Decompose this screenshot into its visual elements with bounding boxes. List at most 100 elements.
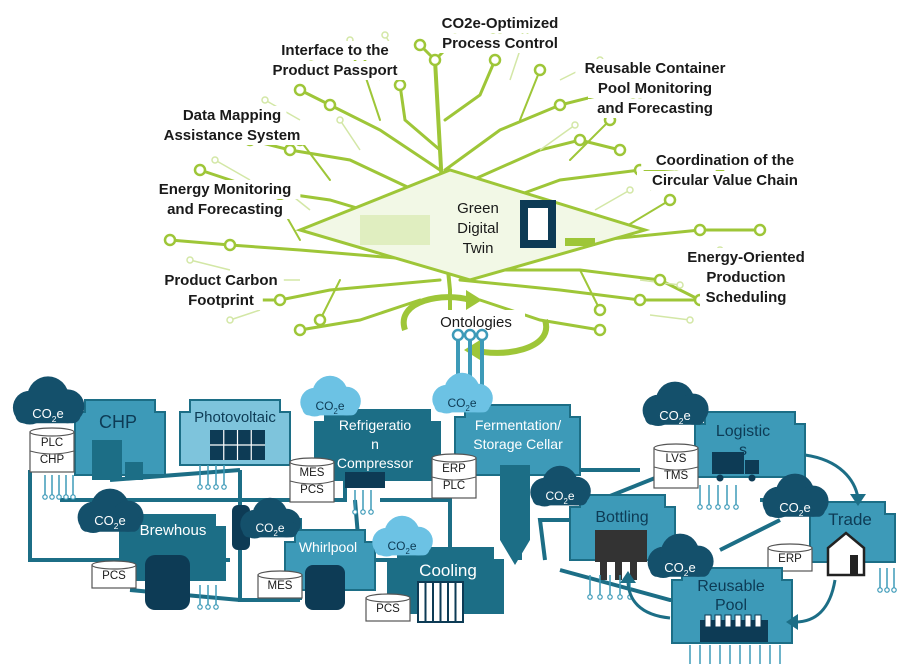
database-body	[29, 431, 75, 473]
connector-pin-node	[56, 494, 62, 500]
application-label-bg	[437, 14, 563, 33]
facility-title-photovoltaic: Photovoltaic	[194, 409, 276, 426]
ontology-label-bg	[427, 310, 525, 332]
application-label-bg	[158, 200, 292, 219]
application-label-production-scheduling: Scheduling	[706, 289, 787, 306]
application-label-energy-monitoring: Energy Monitoring	[159, 181, 292, 198]
refrigeration-co2-cloud	[300, 375, 361, 417]
cloud-base	[302, 400, 358, 416]
database-label-mes: MES	[300, 467, 325, 479]
tree-branch	[519, 69, 541, 121]
flow-arrowhead	[620, 571, 636, 583]
chp-generator-icon	[125, 462, 143, 480]
database-label-pcs: PCS	[376, 603, 400, 615]
facility-title-whirlpool: Whirlpool	[299, 539, 357, 555]
brew-kettle-icon	[145, 555, 190, 610]
flow-arrow	[804, 453, 860, 499]
connector-pin-node	[724, 504, 730, 510]
application-label-bg	[156, 126, 308, 145]
tree-branch	[168, 238, 422, 262]
connector-pin-node	[733, 504, 739, 510]
twin-factory-silhouette	[360, 215, 430, 245]
application-label-bg	[575, 59, 735, 78]
tree-node	[488, 53, 502, 67]
tree-leaf-node	[381, 31, 389, 39]
connector-pin-node	[715, 504, 721, 510]
flow-arrow	[794, 579, 837, 624]
brewhouse-co2-label: CO2e	[94, 513, 125, 531]
cooling-tower-icon	[417, 581, 464, 623]
logistics-co2-label: CO2e	[659, 408, 690, 426]
chp-engine-icon	[92, 440, 122, 480]
fermentation-co2-label: CO2e	[447, 396, 476, 413]
database-label-chp: CHP	[40, 454, 65, 466]
database-label-mes: MES	[268, 580, 293, 592]
tree-branch	[299, 139, 331, 181]
whirlpool-tank-icon	[305, 565, 345, 610]
trade-bottle-icon	[850, 555, 858, 575]
database-divider	[653, 466, 699, 471]
tree-node	[753, 223, 767, 237]
application-label-bg	[433, 34, 567, 53]
connector-pin-node	[213, 484, 219, 490]
cooling-co2-label: CO2e	[387, 539, 416, 556]
cloud-base	[532, 490, 588, 506]
tree-node	[283, 143, 297, 157]
database-label-lvs: LVS	[666, 453, 687, 465]
facility-title-chp: CHP	[99, 412, 137, 432]
twin-diamond	[295, 168, 651, 282]
crate-bottle-icon	[754, 614, 762, 628]
tree-node	[693, 223, 707, 237]
cloud-base	[242, 522, 298, 538]
tree-branch	[298, 88, 442, 172]
truck-wheel	[716, 474, 724, 482]
application-label-bg	[588, 79, 722, 98]
twin-plant-icon	[565, 238, 595, 246]
tree-node	[593, 323, 607, 337]
tree-leaf-node	[336, 116, 344, 124]
database-body	[653, 447, 699, 489]
tree-branch	[569, 119, 611, 161]
database-top	[653, 443, 699, 453]
pipe	[719, 518, 781, 552]
cloud-base	[15, 405, 81, 424]
database-top	[767, 543, 813, 553]
application-label-bg	[177, 106, 287, 125]
ontologies-label: Ontologies	[440, 314, 512, 331]
tree-node	[323, 98, 337, 112]
facility-title-reusable-pool: Reusable	[697, 578, 765, 595]
database-divider	[431, 476, 477, 481]
twin-label: Digital	[457, 220, 499, 237]
solar-panel-icon	[210, 430, 265, 460]
bottling-co2-label: CO2e	[545, 489, 574, 506]
system-database: MES	[257, 570, 303, 599]
application-label-carbon-footprint: Footprint	[188, 292, 254, 309]
tree-connector	[214, 159, 251, 181]
application-label-container-pool: Reusable Container	[585, 60, 726, 77]
connector-pin-node	[42, 494, 48, 500]
tree-node	[553, 98, 567, 112]
bottling-co2-cloud	[530, 465, 591, 507]
application-label-data-mapping: Data Mapping	[183, 107, 281, 124]
tree-node	[593, 303, 607, 317]
crate-bottle-icon	[704, 614, 712, 628]
tree-node	[533, 63, 547, 77]
application-label-bg	[700, 268, 792, 287]
circular-flow	[620, 453, 866, 630]
truck-cab-icon	[745, 460, 759, 474]
application-label-production-scheduling: Production	[706, 269, 785, 286]
twin-label: Green	[457, 200, 499, 217]
database-top	[91, 560, 137, 570]
tree-connector	[189, 259, 231, 271]
application-label-bg	[700, 288, 792, 307]
application-label-co2-control: CO2e-Optimized	[442, 15, 559, 32]
system-database: PCS	[91, 560, 137, 589]
